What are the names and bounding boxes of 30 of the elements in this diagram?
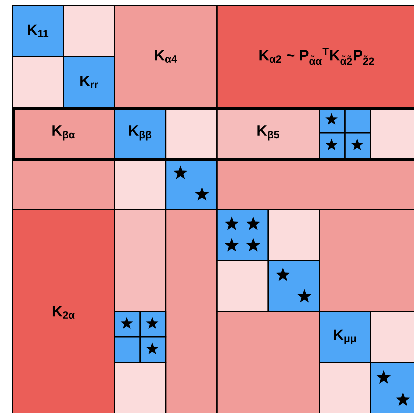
matrix-block: K$_{α4}$ xyxy=(114,5,218,108)
matrix-block: K$_{μμ}$ xyxy=(319,311,372,364)
highlight-frame xyxy=(12,107,414,162)
matrix-block xyxy=(370,107,414,160)
matrix-block xyxy=(216,209,270,262)
matrix-block: K$_{βα}$ xyxy=(12,107,116,160)
matrix-block xyxy=(12,158,116,210)
matrix-block xyxy=(370,362,414,413)
matrix-block xyxy=(114,336,142,364)
matrix-block xyxy=(319,209,414,312)
matrix-block: K$_{α2}$ ~ P$_{α̃α}$$^{T}$K$_{α̃2̃}$P$_{2̃2}$ xyxy=(216,5,414,108)
matrix-block xyxy=(165,209,218,413)
matrix-block: K$_{rr}$ xyxy=(63,56,116,108)
matrix-block xyxy=(319,362,372,413)
matrix-block xyxy=(216,311,320,413)
matrix-block: K$_{β5}$ xyxy=(216,107,320,160)
matrix-block: K$_{2α}$ xyxy=(12,209,116,413)
matrix-block xyxy=(114,362,167,413)
matrix-block xyxy=(165,107,218,160)
matrix-block: K$_{ββ}$ xyxy=(114,107,167,160)
matrix-block: K$_{11}$ xyxy=(12,5,64,58)
matrix-block xyxy=(12,56,64,108)
matrix-block xyxy=(63,5,116,58)
matrix-block xyxy=(268,260,320,312)
matrix-block xyxy=(370,311,414,364)
matrix-block xyxy=(114,209,167,312)
matrix-block xyxy=(216,158,414,210)
matrix-block xyxy=(216,260,270,312)
matrix-block xyxy=(268,209,320,262)
matrix-block xyxy=(114,158,167,210)
